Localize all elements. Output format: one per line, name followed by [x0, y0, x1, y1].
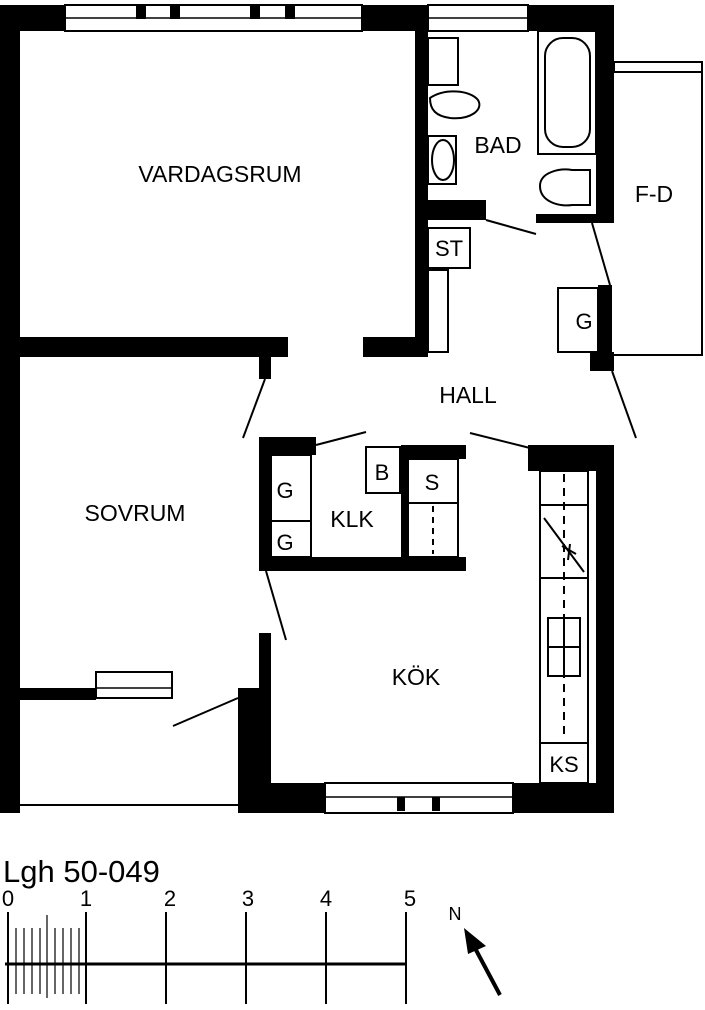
fixture-label-hall-wardrobe: G	[575, 309, 592, 334]
room-label-kitchen: KÖK	[392, 664, 441, 690]
room-label-closet: KLK	[330, 506, 374, 532]
room-label-bedroom: SOVRUM	[85, 500, 186, 526]
s-box	[407, 458, 459, 504]
fixture-label-wardrobe-1: G	[276, 478, 293, 503]
hall-wardrobe-box	[557, 287, 599, 353]
windows	[64, 4, 703, 814]
doors	[172, 219, 637, 727]
toilet-bowl-icon	[431, 139, 455, 181]
fixture-label-s: S	[425, 470, 440, 495]
scale-label-5: 5	[404, 886, 416, 911]
built-in-fixtures	[270, 227, 599, 784]
fixture-label-b: B	[375, 460, 390, 485]
apartment-id: Lgh 50-049	[3, 854, 160, 889]
scale-label-1: 1	[80, 886, 92, 911]
sink-drain-icon	[561, 543, 577, 561]
fridge-box	[539, 742, 589, 784]
bathroom-fixtures	[427, 30, 597, 207]
scale-label-3: 3	[242, 886, 254, 911]
shelf-outline	[427, 269, 449, 353]
scale-label-4: 4	[320, 886, 332, 911]
bathtub-basin-icon	[544, 37, 591, 148]
scale-label-0: 0	[2, 886, 14, 911]
walls	[0, 5, 614, 813]
sink-icon	[428, 90, 481, 120]
scale-label-2: 2	[164, 886, 176, 911]
room-label-balcony: F-D	[635, 181, 673, 207]
room-label-living: VARDAGSRUM	[138, 161, 301, 187]
b-box	[365, 446, 401, 494]
north-label: N	[449, 904, 462, 924]
room-label-bath: BAD	[474, 132, 521, 158]
room-label-hall: HALL	[439, 382, 497, 408]
fixture-label-fridge: KS	[549, 752, 578, 777]
north-arrow-icon	[464, 928, 502, 996]
fixture-label-wardrobe-2: G	[276, 530, 293, 555]
storage-box	[427, 227, 471, 269]
cabinet-icon	[427, 37, 459, 86]
fixture-label-storage: ST	[435, 236, 463, 261]
scale-bar	[5, 912, 407, 1004]
bidet-icon	[538, 168, 591, 207]
